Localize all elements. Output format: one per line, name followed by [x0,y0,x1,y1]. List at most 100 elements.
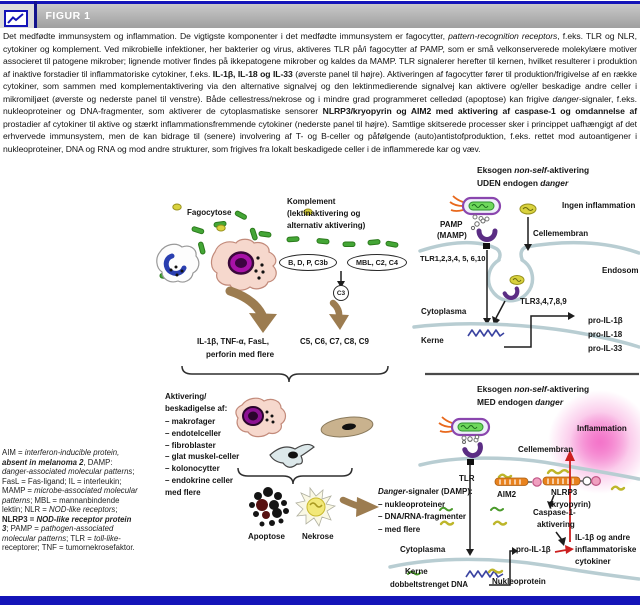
text-segment: non-self [514,165,547,175]
text-segment: ; TLR = [66,533,94,543]
text-segment: interferon-inducible protein, [24,448,120,457]
line: – med flere [378,524,421,534]
text-segment: Danger [378,487,406,496]
text-segment: microbe-associated molecular patterns [2,486,138,505]
activation-title-2: beskadigelse af: [165,404,228,413]
nuclear-dna-top [467,329,505,337]
cellemembran-label-top: Cellemembran [533,229,589,238]
cytokine-output-label-1: IL-1β, TNF-α, FasL, [197,337,270,346]
line: pro-IL-18 [588,329,623,339]
text-segment: danger [552,93,580,104]
line: – DNA/RNA-fragmenter [378,512,467,522]
virus-endocytosis [519,203,537,251]
aim2-inflammasome-icon [494,473,542,487]
line: pro-IL-33 [588,343,623,353]
cytoplasm-nucleoproteins [439,485,626,526]
bottom-cell-membrane [418,456,640,481]
pamp-label-1: PAMP [440,220,463,229]
line: – makrofager [165,417,216,426]
bottom-tlr-receptor [462,434,483,556]
right-top-title-2: UDEN endogen danger [477,178,568,189]
complement-c3-arrow [337,271,345,288]
kerne-label-bottom: Kerne [405,567,428,576]
line: – endotelceller [165,428,222,438]
bacterium-icon-2 [437,415,491,444]
lower-brace [237,467,353,485]
text-segment: , DAMP: [83,457,113,467]
bottom-nucleus-membrane [388,557,640,581]
line-chart-glyph [7,12,24,24]
text-segment: Eksogen [477,165,515,175]
terminal-complement-label: C5, C6, C7, C8, C9 [300,337,369,346]
endosomal-tlr-label: TLR3,4,7,8,9 [520,297,567,306]
c3-circle: C3 [333,285,349,301]
text-segment: NOD-like receptors [49,505,116,515]
nekrose-label: Nekrose [302,532,334,541]
activation-title-1: Aktivering/ [165,392,207,401]
figure-header: FIGUR 1 [0,0,640,28]
dsdna-label: dobbeltstrenget DNA [390,580,468,589]
text-segment: MED endogen [477,397,536,407]
endosom-label: Endosom [602,266,639,275]
line: (lektinaktivering og [287,208,361,218]
upper-brace [181,365,389,383]
complement-alt-oval: B, D, P, C3b [279,254,337,271]
text-segment: NLRP3 = [2,514,37,524]
phagocyte-large-cell [210,238,277,291]
figure-title: FIGUR 1 [45,9,91,22]
right-bottom-title-1: Eksogen non-self-aktivering [477,384,590,395]
text-segment: (øverste panel til højre). Aktiveringen … [3,68,637,104]
text-segment: -signaler, f.eks. nukleoproteiner og DNA… [3,93,637,117]
surface-tlr-label: TLR1,2,3,4, 5, 6,10 [420,254,486,263]
line: inflammatoriske [575,545,637,555]
line: pro-IL-1β [588,316,623,325]
figure-caption: Det medfødte immunsystem og inflammation… [3,30,637,155]
fibroblast-cell [269,443,315,468]
pamp-label-2: (MAMP) [437,231,467,240]
nukleoprotein-label: Nukleoprotein [492,577,546,586]
line: alternativ aktivering) [287,220,366,230]
line: – endokrine celler [165,475,234,485]
text-segment: , f.eks. TLR og NLR, cytokiner og komple… [3,31,637,79]
no-inflammation-label: Ingen inflammation [562,201,636,210]
bacterium-icon [448,194,502,223]
caspase-label-2: aktivering [537,520,575,529]
text-segment: ; MBL = mannanbindende lektin; NLR = [2,495,120,515]
top-nucleus-membrane [412,322,640,349]
text-segment: danger [535,397,564,407]
top-cell-membrane [418,240,640,261]
c3-text: C3 [336,289,346,297]
apoptose-bodies [249,487,289,527]
header-top-rule [0,1,640,4]
transcription-output-arrow [504,312,575,348]
surface-tlr-receptor [470,218,498,249]
nekrose-cell [295,486,337,527]
cytokine-output-label-2: perforin med flere [206,350,275,359]
pro-il1b-label: pro-IL-1β [516,545,551,554]
cytoplasma-label-bottom: Cytoplasma [400,545,446,554]
header-icon-area [0,3,34,28]
text-segment: -receptorer; TNF = tumornekrosefaktor. [2,533,135,553]
text-segment: Eksogen [477,384,515,394]
damp-title: Danger-signaler (DAMP): [378,487,473,496]
nuclear-dna-bottom [465,570,504,578]
tlr-to-nucleus-arrow [483,250,491,325]
line: – kolonocytter [165,464,220,473]
caspase-label-1: Caspase-1- [533,508,576,517]
nlrp3-label: NLRP3 [551,488,578,497]
text-segment: -aktivering [546,384,590,394]
right-bottom-title-2: MED endogen danger [477,397,564,408]
cytoplasma-label-top: Cytoplasma [421,307,467,316]
text-segment: NLRP3/kryopyrin og AIM2 med aktivering a… [322,106,638,117]
cellemembran-label-bottom: Cellemembran [518,445,574,454]
text-segment: pattern-recognition receptors [448,31,558,41]
damp-release-arrow [339,496,379,517]
macrophage-cell [235,397,287,438]
header-bar: FIGUR 1 [36,3,640,28]
fagocytose-label: Fagocytose [187,208,232,217]
text-segment: pathogen-associated molecular patterns [2,524,114,543]
line: med flere [165,487,201,497]
complement-alt-oval-text: B, D, P, C3b [288,258,328,267]
aim2-label: AIM2 [497,490,517,499]
